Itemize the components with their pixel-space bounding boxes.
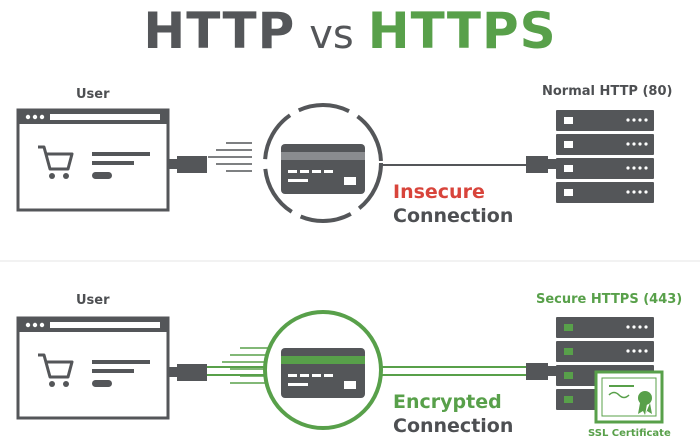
encrypted-label: Encrypted xyxy=(393,391,502,413)
page-title: HTTP vs HTTPS xyxy=(0,2,700,60)
http-browser-window xyxy=(16,108,170,212)
connection-label: Connection xyxy=(393,415,514,437)
https-left-plug xyxy=(168,364,207,381)
title-vs: vs xyxy=(309,12,354,58)
title-https: HTTPS xyxy=(367,2,557,60)
https-browser-window xyxy=(16,316,170,420)
insecure-label: Insecure xyxy=(393,181,485,203)
title-http: HTTP xyxy=(143,2,296,60)
shopping-cart-icon xyxy=(38,353,74,387)
shopping-cart-icon xyxy=(38,145,74,179)
http-credit-card-icon xyxy=(281,144,365,194)
connection-label: Connection xyxy=(393,205,514,227)
http-left-plug xyxy=(168,156,207,173)
http-speed-lines xyxy=(208,142,252,172)
http-dashed-circle xyxy=(263,103,383,223)
encrypted-connection-text: Encrypted Connection xyxy=(393,390,513,438)
https-credit-card-icon xyxy=(281,348,365,398)
https-speed-lines xyxy=(222,347,268,384)
http-user-label: User xyxy=(76,87,110,102)
http-server-label: Normal HTTP (80) xyxy=(542,84,673,99)
http-server-icon xyxy=(556,110,654,203)
https-user-label: User xyxy=(76,293,110,308)
http-right-plug xyxy=(526,156,556,173)
ssl-certificate-icon xyxy=(594,370,664,424)
https-right-plug xyxy=(526,363,556,380)
https-server-label: Secure HTTPS (443) xyxy=(536,292,683,307)
insecure-connection-text: Insecure Connection xyxy=(393,180,513,228)
ssl-certificate-label: SSL Certificate xyxy=(588,428,671,439)
